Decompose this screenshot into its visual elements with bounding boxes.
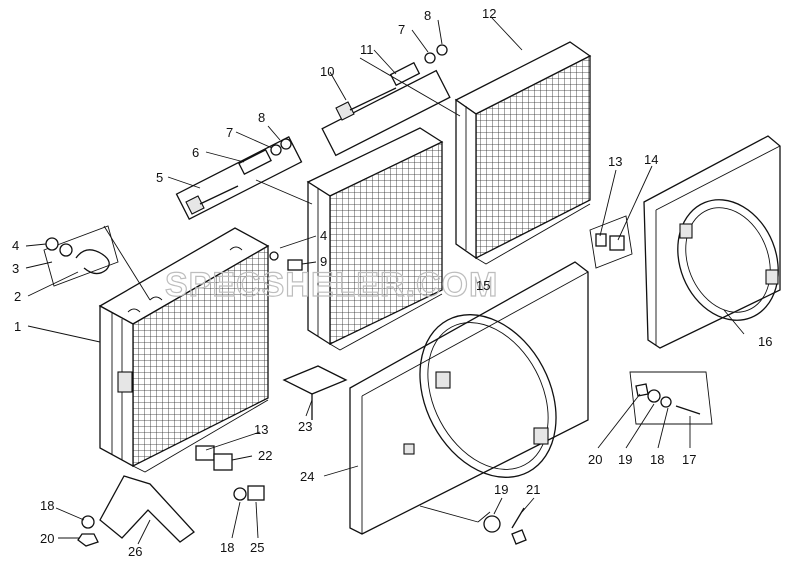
callout-4-middle: 4: [320, 228, 327, 243]
support-bracket-26: [77, 475, 195, 547]
callout-8-middle: 8: [258, 110, 265, 125]
callout-15: 15: [476, 278, 490, 293]
callout-22: 22: [258, 448, 272, 463]
bracket-23: [282, 365, 348, 420]
bracket-22: [195, 445, 265, 501]
callout-18-lower: 18: [220, 540, 234, 555]
callout-20-left: 20: [40, 531, 54, 546]
radiator-core-left: [98, 227, 270, 473]
callout-18-left: 18: [40, 498, 54, 513]
callout-17: 17: [682, 452, 696, 467]
callout-16: 16: [758, 334, 772, 349]
callout-24: 24: [300, 469, 314, 484]
callout-10: 10: [320, 64, 334, 79]
callout-4-left: 4: [12, 238, 19, 253]
callout-7-middle: 7: [226, 125, 233, 140]
callout-23: 23: [298, 419, 312, 434]
callout-13-right: 13: [608, 154, 622, 169]
callout-18-right: 18: [650, 452, 664, 467]
callout-14: 14: [644, 152, 658, 167]
callout-13-lower: 13: [254, 422, 268, 437]
callout-25: 25: [250, 540, 264, 555]
fan-shroud-right: [643, 135, 781, 349]
bolt-assembly-middle: [175, 136, 303, 220]
radiator-core-top: [454, 41, 592, 265]
bracket-13-14: [589, 215, 633, 269]
callout-21: 21: [526, 482, 540, 497]
callout-20-right: 20: [588, 452, 602, 467]
leader-lines: [25, 17, 745, 545]
callout-26: 26: [128, 544, 142, 559]
watermark-text: SPECSHELER.COM: [165, 266, 498, 304]
callout-12: 12: [482, 6, 496, 21]
callout-11: 11: [360, 42, 374, 57]
bolt-9: [269, 251, 303, 271]
callout-2: 2: [14, 289, 21, 304]
callout-19-right: 19: [618, 452, 632, 467]
callout-19-lower: 19: [494, 482, 508, 497]
callout-8-upper: 8: [424, 8, 431, 23]
bolt-assembly-right: [629, 371, 713, 425]
hose-clamp-assembly: [43, 225, 119, 287]
bolt-assembly-lower: [419, 505, 527, 545]
callout-3: 3: [12, 261, 19, 276]
callout-5: 5: [156, 170, 163, 185]
callout-7-upper: 7: [398, 22, 405, 37]
radiator-core-middle: [306, 127, 444, 351]
callout-9: 9: [320, 254, 327, 269]
fan-shroud-large: [349, 261, 589, 535]
callout-labels: 1 2 3 4 4 5 6 7 7 8 8 9 10 11 12 13 13 1…: [12, 6, 772, 559]
callout-1: 1: [14, 319, 21, 334]
callout-6: 6: [192, 145, 199, 160]
